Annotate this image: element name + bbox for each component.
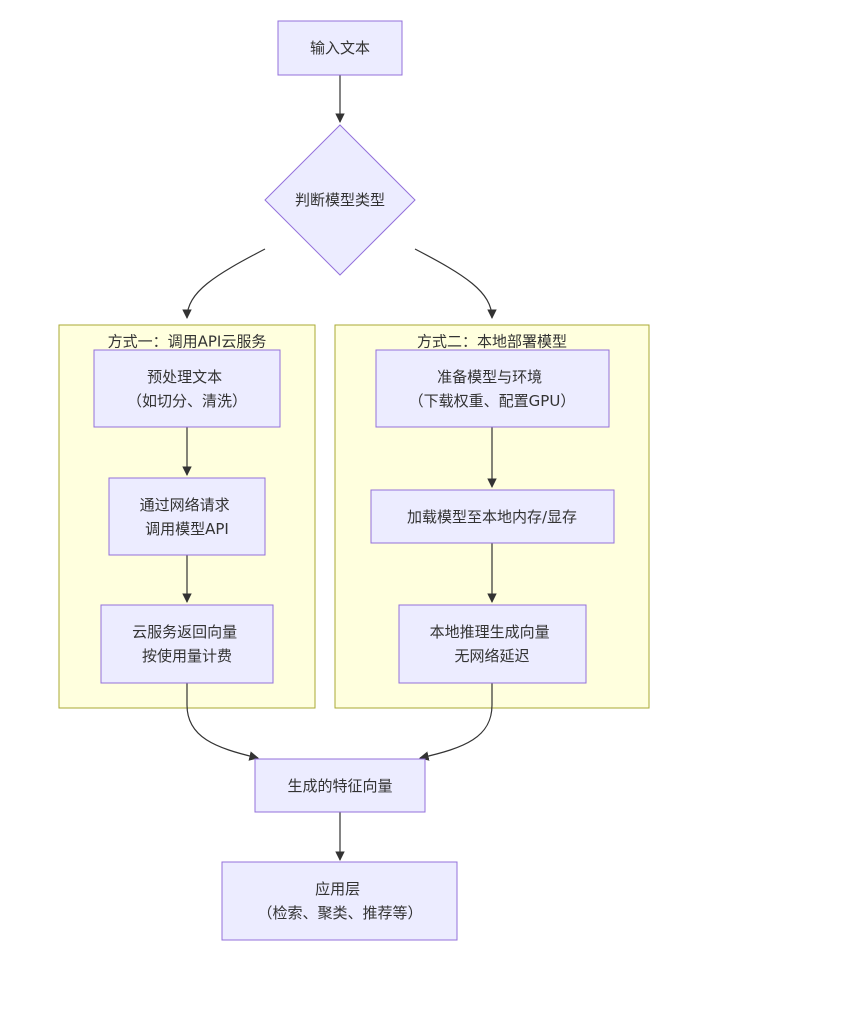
node-a1: 预处理文本 （如切分、清洗） xyxy=(93,349,281,428)
node-decide-text: 判断模型类型 xyxy=(295,191,385,209)
edge-decide-api xyxy=(182,248,266,319)
edges xyxy=(182,75,497,861)
edge-a3-out xyxy=(186,683,259,761)
node-out: 生成的特征向量 xyxy=(254,758,426,813)
node-app-text: 应用层 （检索、聚类、推荐等） xyxy=(257,880,422,922)
node-b1: 准备模型与环境 （下载权重、配置GPU） xyxy=(375,349,610,428)
edge-decide-local xyxy=(414,248,497,319)
node-b3: 本地推理生成向量 无网络延迟 xyxy=(398,604,587,684)
node-input-text: 输入文本 xyxy=(310,39,370,57)
node-out-text: 生成的特征向量 xyxy=(287,777,392,795)
node-b2-text: 加载模型至本地内存/显存 xyxy=(407,508,577,526)
node-app: 应用层 （检索、聚类、推荐等） xyxy=(221,861,458,941)
node-input: 输入文本 xyxy=(277,20,403,76)
node-b3-text: 本地推理生成向量 无网络延迟 xyxy=(430,623,555,665)
cluster-api-title: 方式一：调用API云服务 xyxy=(108,333,267,351)
node-a3-text: 云服务返回向量 按使用量计费 xyxy=(132,623,242,665)
node-a2: 通过网络请求 调用模型API xyxy=(108,477,266,556)
node-b2: 加载模型至本地内存/显存 xyxy=(370,489,615,544)
edge-b3-out xyxy=(419,683,493,761)
cluster-local-title: 方式二：本地部署模型 xyxy=(417,333,567,351)
node-a1-text: 预处理文本 （如切分、清洗） xyxy=(127,368,247,410)
node-a2-text: 通过网络请求 调用模型API xyxy=(140,496,235,538)
node-b1-text: 准备模型与环境 （下载权重、配置GPU） xyxy=(409,368,576,410)
node-decide: 判断模型类型 xyxy=(264,124,416,276)
node-a3: 云服务返回向量 按使用量计费 xyxy=(100,604,274,684)
